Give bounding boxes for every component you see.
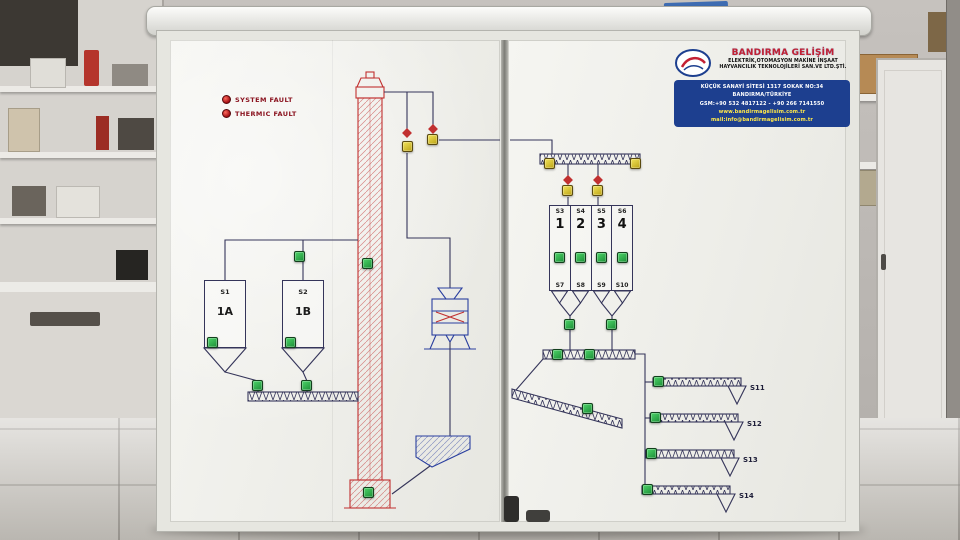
- shelf-item: [30, 58, 66, 88]
- green-push-button[interactable]: [582, 403, 593, 414]
- green-push-button[interactable]: [564, 319, 575, 330]
- cascade-label-s13: S13: [743, 456, 758, 464]
- shelf-item: [56, 186, 100, 218]
- cell-number: 1: [555, 217, 565, 232]
- yellow-push-button[interactable]: [592, 185, 603, 196]
- yellow-push-button[interactable]: [630, 158, 641, 169]
- green-push-button[interactable]: [646, 448, 657, 459]
- room-door-panel: [884, 70, 942, 436]
- door-hinge: [504, 496, 519, 522]
- fault-lamp-icon: [222, 109, 231, 118]
- shelf-board: [0, 152, 160, 158]
- green-push-button[interactable]: [301, 380, 312, 391]
- green-push-button[interactable]: [207, 337, 218, 348]
- company-web: www.bandirmagelisim.com.tr: [718, 108, 806, 115]
- work-table: [0, 282, 160, 428]
- cascade-label-s11: S11: [750, 384, 765, 392]
- bin-name: 1A: [216, 305, 234, 318]
- fault-lamp-icon: [222, 95, 231, 104]
- cell-column-4: S6 4 S10: [612, 206, 632, 290]
- bin-s2: S2 1B: [282, 280, 324, 348]
- room-door[interactable]: [876, 58, 948, 446]
- door-handle[interactable]: [881, 254, 886, 270]
- green-push-button[interactable]: [617, 252, 628, 263]
- green-push-button[interactable]: [363, 487, 374, 498]
- green-push-button[interactable]: [584, 349, 595, 360]
- cell-top-label: S4: [576, 208, 585, 215]
- shelf-dark-corner: [0, 0, 78, 66]
- company-line2: HAYVANCILIK TEKNOLOJİLERİ SAN.VE LTD.ŞTİ…: [719, 65, 847, 70]
- cascade-label-s12: S12: [747, 420, 762, 428]
- shelf-item: [8, 108, 40, 152]
- company-phone: GSM:+90 532 4817122 - +90 266 7141550: [699, 100, 825, 107]
- shelf-item: [96, 116, 109, 150]
- company-block: BANDIRMA GELİŞİM ELEKTRİK,OTOMASYON MAKİ…: [674, 48, 850, 128]
- shelf-item: [12, 186, 46, 216]
- cell-column-2: S4 2 S8: [571, 206, 592, 290]
- fault-label: SYSTEM FAULT: [235, 95, 293, 104]
- green-push-button[interactable]: [294, 251, 305, 262]
- bin-id: S1: [220, 288, 230, 296]
- table-drawer: [30, 312, 100, 326]
- company-name: BANDIRMA GELİŞİM: [731, 48, 835, 58]
- wall-edge: [946, 0, 960, 540]
- cell-bank: S3 1 S7 S4 2 S8 S5 3 S9 S6 4 S10: [549, 205, 633, 291]
- yellow-push-button[interactable]: [562, 185, 573, 196]
- green-push-button[interactable]: [285, 337, 296, 348]
- door-gap: [501, 40, 508, 522]
- cell-column-3: S5 3 S9: [592, 206, 613, 290]
- green-push-button[interactable]: [606, 319, 617, 330]
- yellow-push-button[interactable]: [544, 158, 555, 169]
- cell-top-label: S5: [597, 208, 606, 215]
- green-push-button[interactable]: [552, 349, 563, 360]
- green-push-button[interactable]: [575, 252, 586, 263]
- cell-column-1: S3 1 S7: [550, 206, 571, 290]
- cascade-label-s14: S14: [739, 492, 754, 500]
- shelf-board: [0, 86, 160, 92]
- green-push-button[interactable]: [362, 258, 373, 269]
- cell-number: 2: [576, 217, 586, 232]
- shelf-board: [0, 218, 160, 224]
- bin-id: S2: [298, 288, 308, 296]
- company-address2: BANDIRMA/TÜRKİYE: [732, 92, 792, 99]
- company-line1: ELEKTRİK,OTOMASYON MAKİNE İNŞAAT: [728, 59, 838, 64]
- cell-number: 3: [596, 217, 606, 232]
- green-push-button[interactable]: [596, 252, 607, 263]
- green-push-button[interactable]: [252, 380, 263, 391]
- cell-bottom-label: S8: [576, 282, 585, 289]
- shelf-item: [84, 50, 99, 86]
- door-seam: [332, 40, 333, 522]
- company-text: BANDIRMA GELİŞİM ELEKTRİK,OTOMASYON MAKİ…: [716, 48, 850, 70]
- yellow-push-button[interactable]: [427, 134, 438, 145]
- company-address-box: KÜÇÜK SANAYİ SİTESİ 1317 SOKAK NO:34 BAN…: [674, 80, 850, 128]
- green-push-button[interactable]: [554, 252, 565, 263]
- cell-bottom-label: S7: [555, 282, 565, 289]
- bin-s1: S1 1A: [204, 280, 246, 348]
- green-push-button[interactable]: [642, 484, 653, 495]
- company-address1: KÜÇÜK SANAYİ SİTESİ 1317 SOKAK NO:34: [700, 84, 824, 90]
- green-push-button[interactable]: [650, 412, 661, 423]
- door-hinge: [526, 510, 550, 522]
- cell-top-label: S3: [555, 208, 565, 215]
- shelf-item: [112, 64, 148, 86]
- yellow-push-button[interactable]: [402, 141, 413, 152]
- thermic-fault-indicator: THERMIC FAULT: [222, 109, 297, 118]
- green-push-button[interactable]: [653, 376, 664, 387]
- shelf-item: [118, 118, 154, 150]
- cell-bottom-label: S10: [615, 282, 629, 289]
- cell-number: 4: [617, 217, 627, 232]
- company-mail: mail:info@bandirmagelisim.com.tr: [710, 117, 814, 123]
- fault-label: THERMIC FAULT: [235, 109, 297, 118]
- company-logo: [675, 49, 711, 77]
- cell-bottom-label: S9: [597, 282, 606, 289]
- cell-top-label: S6: [617, 208, 627, 215]
- shelf-item: [116, 250, 148, 280]
- bin-name: 1B: [294, 305, 312, 318]
- system-fault-indicator: SYSTEM FAULT: [222, 95, 293, 104]
